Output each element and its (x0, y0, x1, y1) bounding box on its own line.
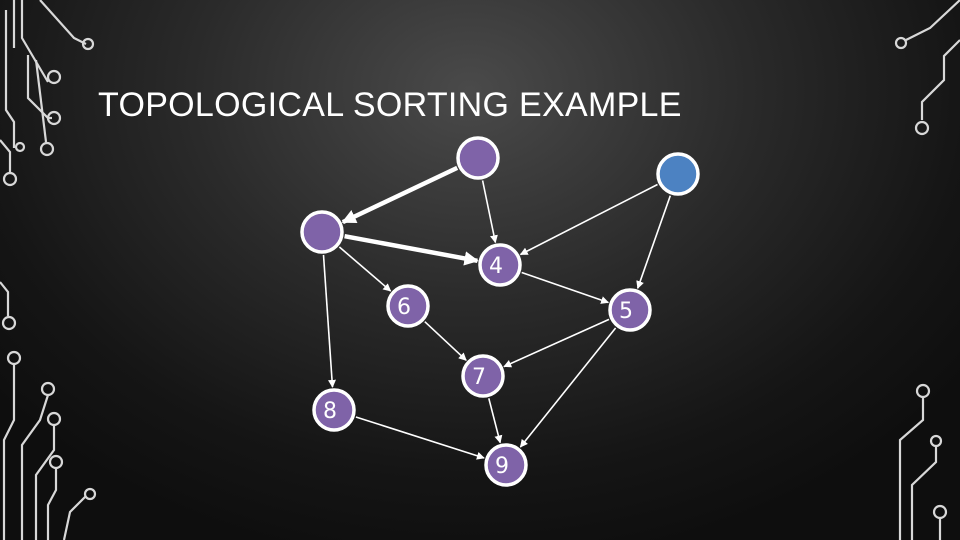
node-n6: 6 (388, 286, 428, 326)
edge-n5-n9 (520, 328, 615, 447)
node-circle (302, 212, 342, 252)
edge-a-c (343, 168, 457, 222)
node-circle (658, 154, 698, 194)
node-label: 7 (472, 365, 486, 390)
edge-n4-n5 (522, 273, 609, 303)
edge-c-n6 (339, 247, 390, 291)
edge-a-n4 (483, 181, 496, 243)
node-a (458, 138, 498, 178)
edge-n7-n9 (489, 398, 500, 442)
edge-c-n8 (324, 255, 333, 387)
edge-n5-n7 (504, 319, 609, 366)
edge-b-n5 (638, 196, 671, 289)
node-n7: 7 (463, 356, 503, 396)
node-n5: 5 (610, 290, 650, 330)
nodes: 4 6 5 7 8 9 (302, 138, 698, 485)
edge-b-n4 (521, 185, 658, 255)
node-label: 5 (619, 299, 633, 324)
node-label: 9 (495, 454, 509, 479)
edge-n8-n9 (356, 417, 484, 458)
node-c (302, 212, 342, 252)
node-n4: 4 (480, 245, 520, 285)
node-b (658, 154, 698, 194)
node-label: 4 (489, 254, 503, 279)
node-n8: 8 (314, 390, 354, 430)
node-label: 8 (323, 399, 337, 424)
edge-n6-n7 (425, 322, 466, 361)
node-label: 6 (397, 295, 411, 320)
node-circle (458, 138, 498, 178)
node-n9: 9 (486, 445, 526, 485)
edge-c-n4 (345, 236, 478, 261)
